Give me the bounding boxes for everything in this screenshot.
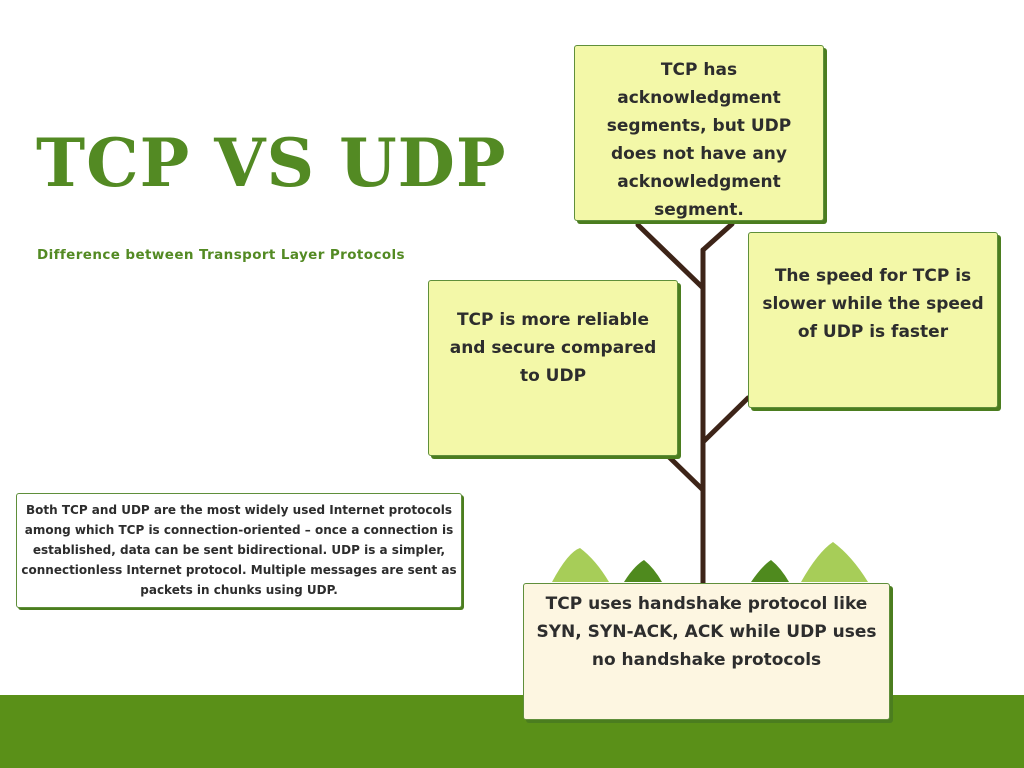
branch-middle-right [700, 395, 751, 445]
tree-node-speed: The speed for TCP is slower while the sp… [748, 232, 998, 408]
tree-base-handshake: TCP uses handshake protocol like SYN, SY… [523, 583, 890, 720]
tree-node-reliability-text: TCP is more reliable and secure compared… [449, 310, 657, 386]
tree-trunk-and-branches [635, 221, 751, 588]
page-title: TCP VS UDP [36, 124, 507, 202]
grass-leaf-dark-right [751, 560, 789, 582]
info-box: Both TCP and UDP are the most widely use… [16, 493, 462, 608]
branch-upper-left [635, 222, 706, 291]
grass-leaf-light-left [552, 548, 609, 582]
tree-base-handshake-text: TCP uses handshake protocol like SYN, SY… [536, 594, 877, 670]
tree-node-speed-text: The speed for TCP is slower while the sp… [762, 266, 984, 342]
info-box-text: Both TCP and UDP are the most widely use… [21, 503, 457, 597]
tree-node-reliability: TCP is more reliable and secure compared… [428, 280, 678, 456]
grass-leaf-dark-left [624, 560, 662, 582]
page-subtitle: Difference between Transport Layer Proto… [37, 247, 405, 263]
branch-upper-right [700, 221, 735, 253]
grass-leaves [552, 542, 868, 582]
grass-leaf-light-right [801, 542, 868, 582]
tree-node-acknowledgment-text: TCP has acknowledgment segments, but UDP… [606, 60, 792, 220]
branch-lower-left [665, 453, 706, 493]
tree-node-acknowledgment: TCP has acknowledgment segments, but UDP… [574, 45, 824, 221]
